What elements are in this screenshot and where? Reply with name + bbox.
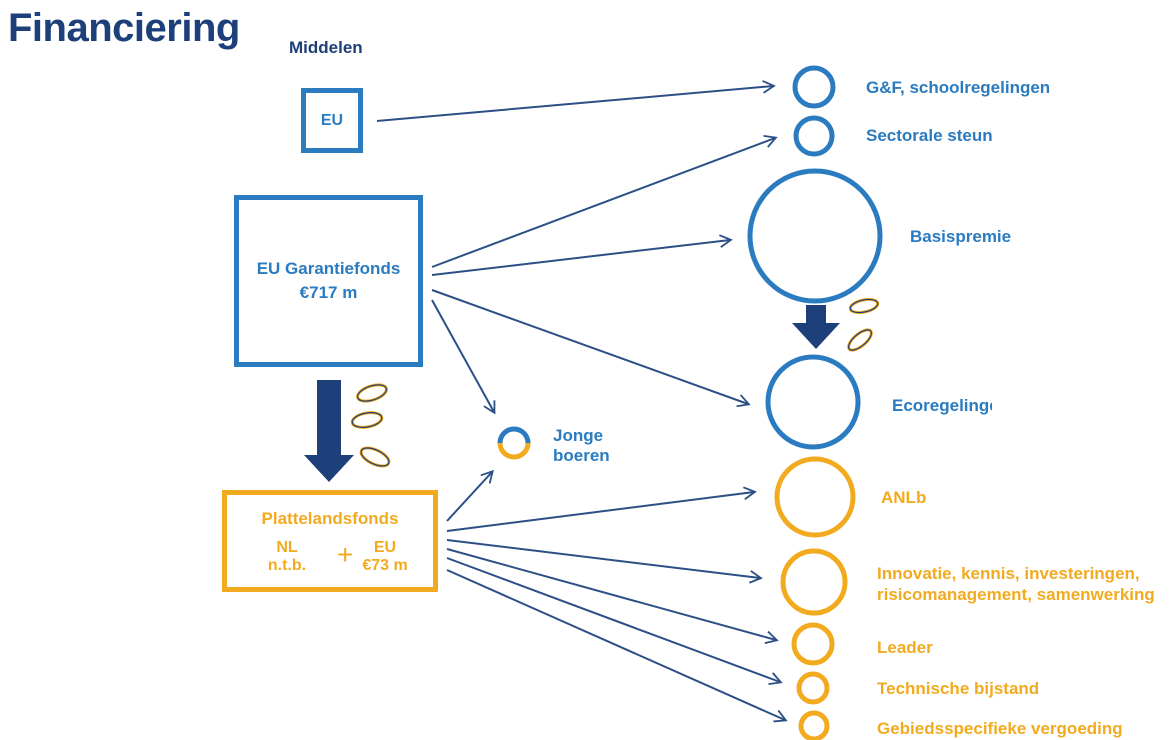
circle-leader bbox=[791, 622, 835, 666]
source-eu-label: EU bbox=[320, 111, 344, 129]
label-innovatie: Innovatie, kennis, investeringen, risico… bbox=[877, 563, 1173, 605]
arrow-garantie-to-ecoregelingen bbox=[431, 289, 751, 408]
arrow-platteland-to-technische-bijstand bbox=[446, 557, 783, 686]
label-innovatie-line2: risicomanagement, samenwerking bbox=[877, 585, 1155, 604]
source-box-eu: EU bbox=[301, 88, 363, 153]
circle-technische-bijstand bbox=[796, 671, 830, 705]
plattelandsfonds-eu-value: €73 m bbox=[362, 557, 408, 574]
source-box-eu-garantiefonds: EU Garantiefonds €717 m bbox=[234, 195, 423, 367]
garantiefonds-name: EU Garantiefonds bbox=[256, 259, 401, 278]
arrow-garantie-to-basispremie bbox=[431, 234, 733, 276]
label-ecoregelingen: Ecoregelingen bbox=[892, 396, 992, 415]
arrow-eu-to-gf bbox=[376, 80, 776, 122]
label-basispremie: Basispremie bbox=[910, 227, 1012, 246]
plattelandsfonds-eu: EU €73 m bbox=[360, 539, 410, 575]
plattelandsfonds-nl: NL n.t.b. bbox=[257, 539, 317, 575]
plus-sign: + bbox=[337, 539, 354, 570]
arrow-platteland-to-anlb bbox=[446, 486, 757, 532]
label-gf-schoolregelingen: G&F, schoolregelingen bbox=[866, 78, 1051, 97]
label-innovatie-line1: Innovatie, kennis, investeringen, bbox=[877, 564, 1140, 583]
jonge-boeren-line2: boeren bbox=[553, 446, 610, 465]
down-arrow-garantie-to-platteland bbox=[304, 380, 354, 482]
label-sectorale-steun: Sectorale steun bbox=[866, 126, 993, 145]
plattelandsfonds-nl-value: n.t.b. bbox=[267, 557, 307, 574]
label-gebiedsspecifiek: Gebiedsspecifieke vergoeding bbox=[877, 719, 1123, 738]
circle-sectorale-steun bbox=[793, 115, 835, 157]
circle-gebiedsspecifiek bbox=[798, 710, 830, 740]
jonge-boeren-circle bbox=[497, 426, 531, 460]
plattelandsfonds-nl-label: NL bbox=[276, 539, 298, 556]
label-technische-bijstand: Technische bijstand bbox=[877, 679, 1040, 698]
arrow-platteland-to-innovatie bbox=[446, 539, 763, 584]
circle-ecoregelingen bbox=[765, 354, 861, 450]
source-box-plattelandsfonds: Plattelandsfonds NL n.t.b. + EU €73 m bbox=[222, 490, 438, 592]
plattelandsfonds-eu-label: EU bbox=[373, 539, 397, 556]
label-anlb: ANLb bbox=[881, 488, 927, 507]
circle-innovatie bbox=[780, 548, 848, 616]
jonge-boeren-label: Jonge boeren bbox=[553, 426, 610, 466]
plattelandsfonds-name: Plattelandsfonds bbox=[261, 509, 399, 528]
arrow-platteland-to-leader bbox=[446, 548, 779, 644]
coins-icon bbox=[350, 297, 880, 468]
circle-basispremie bbox=[747, 168, 883, 304]
circle-gf-schoolregelingen bbox=[792, 65, 836, 109]
down-arrow-basispremie-to-ecoregelingen bbox=[792, 305, 840, 349]
page-title: Financiering bbox=[8, 6, 240, 50]
column-header-middelen: Middelen bbox=[289, 38, 363, 57]
jonge-boeren-line1: Jonge bbox=[553, 426, 604, 445]
garantiefonds-amount: €717 m bbox=[299, 283, 358, 302]
arrow-platteland-to-gebiedsspecifiek bbox=[446, 569, 788, 723]
arrow-platteland-to-jonge-boeren bbox=[446, 469, 494, 522]
arrow-garantie-to-sectorale bbox=[431, 135, 778, 268]
circle-anlb bbox=[774, 456, 856, 538]
arrow-garantie-to-jonge-boeren bbox=[431, 299, 496, 415]
label-leader: Leader bbox=[877, 638, 933, 657]
